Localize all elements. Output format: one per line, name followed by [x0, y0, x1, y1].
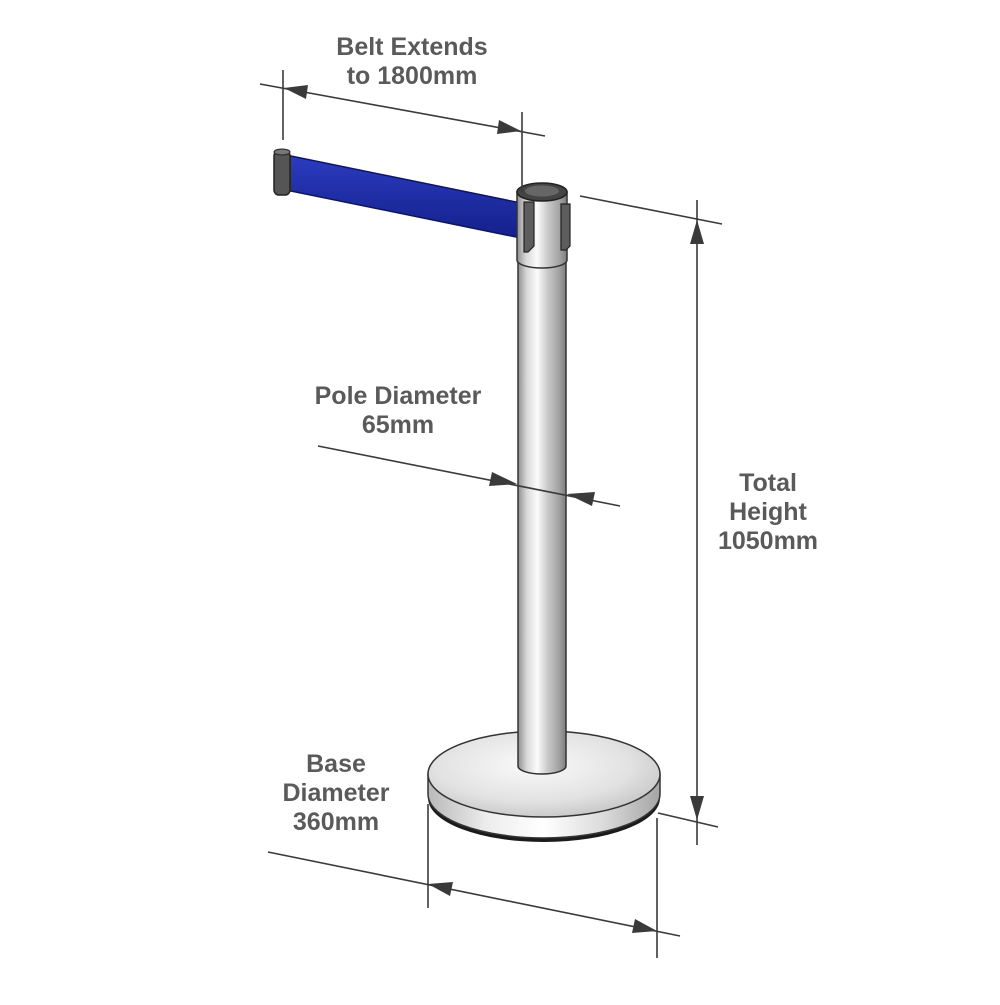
- height-label-line1: Total: [739, 469, 797, 497]
- height-ext-line-top: [579, 195, 723, 225]
- pole-head: [516, 182, 571, 269]
- belt-end-clip: [273, 150, 291, 196]
- top-cap-inner: [525, 185, 559, 197]
- base-label-line3: 360mm: [292, 808, 380, 836]
- base-diameter-label: Base Diameter 360mm: [266, 750, 406, 837]
- height-label-line3: 1050mm: [717, 527, 819, 555]
- belt-arrow-left: [284, 85, 308, 99]
- base-arrow-left: [428, 882, 453, 896]
- total-height-label: Total Height 1050mm: [688, 469, 848, 556]
- belt-tape: [285, 154, 522, 239]
- belt-label-line2: to 1800mm: [346, 62, 478, 90]
- base-label-line2: Diameter: [282, 779, 390, 807]
- pole-dimension: [317, 445, 621, 507]
- belt: [273, 148, 522, 239]
- belt-arrow-right: [497, 120, 521, 134]
- height-arrow-bottom: [690, 796, 704, 820]
- pole-label-line2: 65mm: [361, 411, 435, 439]
- pole-diameter-label: Pole Diameter 65mm: [298, 382, 498, 440]
- belt-dimension-line: [259, 83, 546, 137]
- pole: [517, 195, 567, 775]
- belt-extension-label: Belt Extends to 1800mm: [312, 33, 512, 91]
- pole-arrow-left: [489, 472, 517, 486]
- base-dimension: [267, 804, 681, 958]
- belt-slot-bracket: [523, 201, 535, 253]
- base-dimension-line: [267, 851, 681, 937]
- pole-arrow-right: [567, 492, 595, 506]
- belt-end-cap: [273, 148, 291, 156]
- receiver-slot-bracket: [560, 203, 571, 251]
- height-label-line2: Height: [729, 498, 807, 526]
- base-arrow-right: [632, 919, 657, 933]
- pole-body: [517, 195, 567, 775]
- base-label-line1: Base: [306, 750, 366, 778]
- pole-label-line1: Pole Diameter: [314, 382, 482, 410]
- height-ext-line-bottom: [657, 812, 719, 828]
- height-arrow-top: [690, 220, 704, 244]
- belt-dimension: [259, 70, 546, 192]
- height-dimension: [579, 195, 723, 845]
- pole-dimension-line: [317, 445, 621, 507]
- belt-label-line1: Belt Extends: [336, 33, 488, 61]
